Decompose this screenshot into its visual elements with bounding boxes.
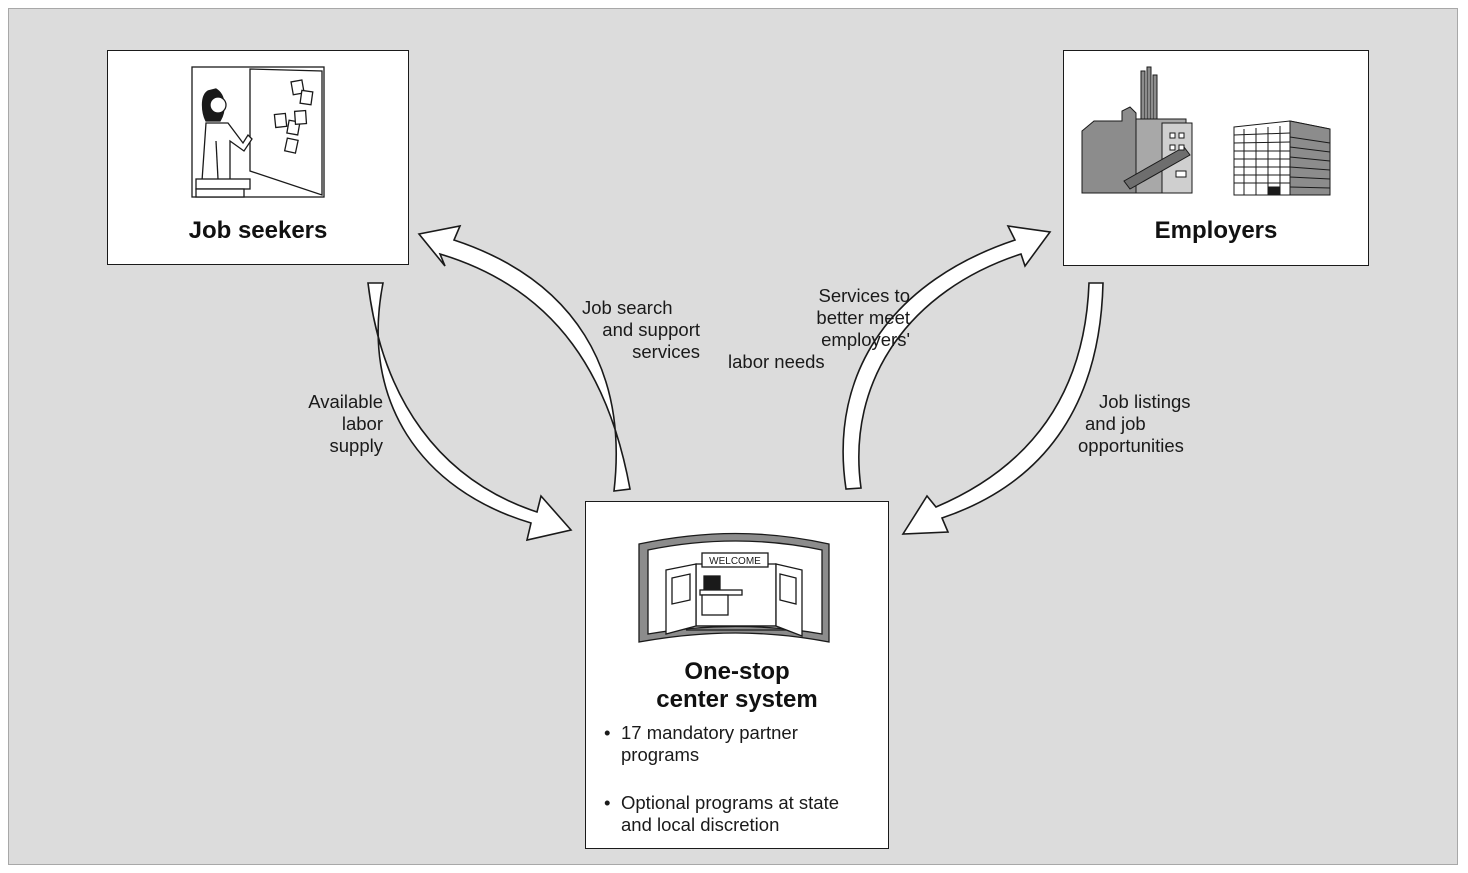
arrow-services-employers xyxy=(842,224,1052,490)
label-line: Job listings xyxy=(1099,391,1191,412)
label-line: services xyxy=(632,341,700,362)
employers-box: Employers xyxy=(1063,50,1369,266)
label-line: and support xyxy=(602,319,700,340)
label-line: better meet xyxy=(816,307,910,328)
job-seekers-box: Job seekers xyxy=(107,50,409,265)
one-stop-center-box: WELCOME One-stop center system • 17 mand… xyxy=(585,501,889,849)
label-job-listings: Job listings and job opportunities xyxy=(1078,391,1215,457)
one-stop-title-line2: center system xyxy=(656,686,818,713)
label-line: and job xyxy=(1085,413,1146,434)
arrow-available-labor-supply xyxy=(367,282,573,542)
label-services-employers: Services to better meet employers' labor… xyxy=(728,285,910,373)
label-line: labor xyxy=(341,413,383,434)
bullet-text-line1: Optional programs at state xyxy=(621,792,839,813)
factory-and-office-building-icon xyxy=(1081,66,1331,196)
bullet-dot: • xyxy=(604,792,611,813)
label-line: employers' xyxy=(821,329,910,350)
person-at-bulletin-board-icon xyxy=(191,66,325,198)
label-line: Services to xyxy=(818,285,910,306)
bullet-text-line1: 17 mandatory partner xyxy=(621,722,798,743)
bullet-text-line2: programs xyxy=(621,744,700,765)
bullet-dot: • xyxy=(604,722,611,743)
welcome-center-storefront-icon: WELCOME xyxy=(638,532,830,643)
bullet-text-line2: and local discretion xyxy=(621,814,780,835)
welcome-sign-text: WELCOME xyxy=(709,556,761,567)
employers-title: Employers xyxy=(1154,217,1278,244)
label-line: Available xyxy=(308,391,383,412)
label-job-search-support: Job search and support services xyxy=(570,297,700,363)
label-line: Job search xyxy=(582,297,673,318)
one-stop-title-line1: One-stop xyxy=(684,658,790,685)
one-stop-title: One-stop center system xyxy=(586,658,888,714)
label-line: labor needs xyxy=(728,351,825,372)
arrow-job-listings xyxy=(901,282,1104,535)
job-seekers-title: Job seekers xyxy=(188,217,328,244)
label-line: supply xyxy=(329,435,383,456)
label-available-labor-supply: Available labor supply xyxy=(283,391,383,457)
label-line: opportunities xyxy=(1078,435,1184,456)
arrow-job-search-support xyxy=(417,224,631,492)
